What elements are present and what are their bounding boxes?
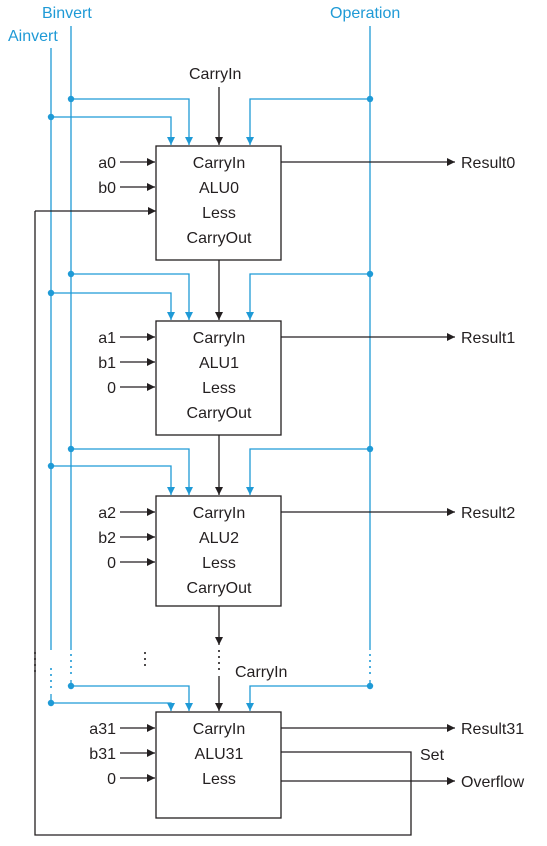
binvert-label: Binvert <box>42 5 92 22</box>
alu1-port-2: Less <box>202 380 236 397</box>
alu0-port-2: Less <box>202 205 236 222</box>
alu0-port-0: CarryIn <box>193 155 245 172</box>
alu31-port-2: Less <box>202 771 236 788</box>
alu31-less-input-label: 0 <box>107 771 116 788</box>
alu2-port-2: Less <box>202 555 236 572</box>
alu31-input-a31: a31 <box>89 721 116 738</box>
alu2-input-b2: b2 <box>98 530 116 547</box>
operation-label: Operation <box>330 5 400 22</box>
alu31-binvert-wire <box>71 685 193 711</box>
alu31-operation-wire <box>246 685 370 711</box>
set-label: Set <box>420 747 445 764</box>
alu1-output-result1: Result1 <box>461 330 515 347</box>
alu31-port-1: ALU31 <box>195 746 244 763</box>
alu2-ainvert-wire <box>51 465 175 495</box>
alu31-input-b31: b31 <box>89 746 116 763</box>
set-feedback-line <box>34 211 412 836</box>
alu2-port-0: CarryIn <box>193 505 245 522</box>
ainvert-label: Ainvert <box>8 28 58 45</box>
alu2-operation-wire <box>246 448 370 495</box>
alu0-box <box>155 145 282 261</box>
alu31-box <box>155 711 282 819</box>
alu2-box <box>155 495 282 607</box>
alu1-port-0: CarryIn <box>193 330 245 347</box>
alu2-less-input-label: 0 <box>107 555 116 572</box>
alu1-box <box>155 320 282 436</box>
alu31-port-0: CarryIn <box>193 721 245 738</box>
alu1-port-1: ALU1 <box>199 355 239 372</box>
alu2-port-3: CarryOut <box>187 580 252 597</box>
alu1-binvert-wire <box>71 273 193 320</box>
alu0-input-b0: b0 <box>98 180 116 197</box>
alu2-port-1: ALU2 <box>199 530 239 547</box>
alu0-output-result0: Result0 <box>461 155 515 172</box>
alu2-output-result2: Result2 <box>461 505 515 522</box>
alu2-input-a2: a2 <box>98 505 116 522</box>
alu31-output-overflow: Overflow <box>461 774 525 791</box>
alu0-port-3: CarryOut <box>187 230 252 247</box>
alu0-operation-wire <box>246 98 370 145</box>
alu1-ainvert-wire <box>51 292 175 320</box>
alu0-binvert-wire <box>71 98 193 145</box>
alu1-less-input-label: 0 <box>107 380 116 397</box>
carryin-31-label: CarryIn <box>235 664 287 681</box>
alu0-input-a0: a0 <box>98 155 116 172</box>
alu1-port-3: CarryOut <box>187 405 252 422</box>
alu0-ainvert-wire <box>51 116 175 145</box>
alu31-ainvert-wire <box>51 702 175 711</box>
alu31-output-result31: Result31 <box>461 721 524 738</box>
alu1-operation-wire <box>246 273 370 320</box>
carryin-top-label: CarryIn <box>189 66 241 83</box>
alu1-input-a1: a1 <box>98 330 116 347</box>
alu0-port-1: ALU0 <box>199 180 239 197</box>
alu1-input-b1: b1 <box>98 355 116 372</box>
alu2-binvert-wire <box>71 448 193 495</box>
